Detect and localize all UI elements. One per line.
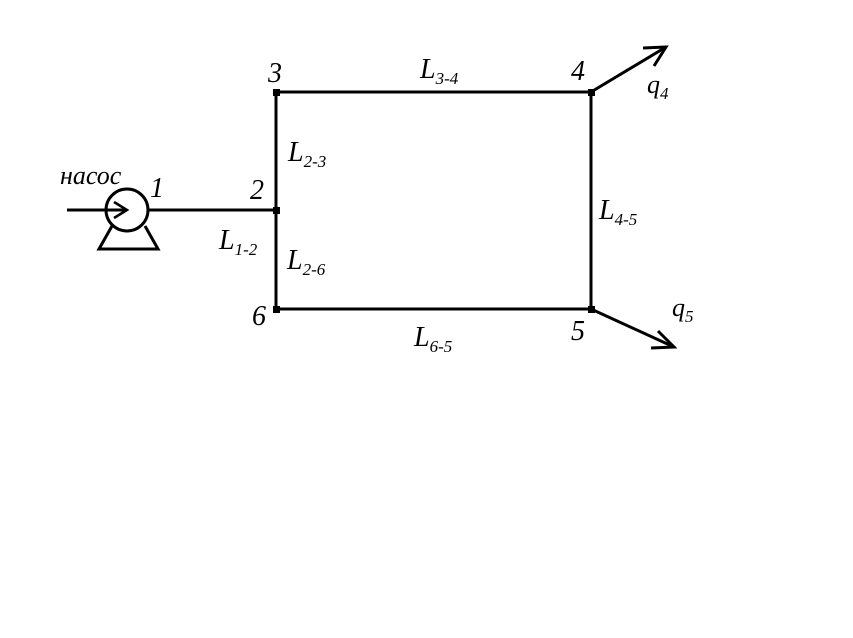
outflow-q5-arrowhead bbox=[650, 329, 678, 350]
outflow-label-q4: q4 bbox=[647, 70, 669, 103]
node-3-marker bbox=[273, 89, 280, 96]
node-2-marker bbox=[273, 207, 280, 214]
outflow-q4-arrowhead bbox=[642, 45, 669, 67]
node-6-label: 6 bbox=[252, 301, 266, 332]
pump-label: насос bbox=[60, 161, 122, 190]
edge-label-4-5: L4-5 bbox=[599, 195, 638, 229]
node-3-label: 3 bbox=[268, 58, 282, 89]
edge-label-2-6: L2-6 bbox=[287, 245, 326, 279]
outflow-label-q5: q5 bbox=[672, 293, 694, 326]
edge-label-3-4: L3-4 bbox=[420, 54, 459, 88]
inlet-arrowhead bbox=[113, 200, 130, 220]
node-2-label: 2 bbox=[250, 175, 264, 206]
node-5-label: 5 bbox=[571, 316, 585, 347]
outflow-q4-line bbox=[590, 45, 667, 94]
node-4-label: 4 bbox=[571, 56, 585, 87]
edge-label-2-3: L2-3 bbox=[288, 137, 327, 171]
outflow-q5-line bbox=[590, 307, 675, 349]
node-6-marker bbox=[273, 306, 280, 313]
node-1-label: 1 bbox=[150, 173, 164, 204]
edge-label-1-2: L1-2 bbox=[219, 225, 258, 259]
edge-label-6-5: L6-5 bbox=[414, 322, 453, 356]
